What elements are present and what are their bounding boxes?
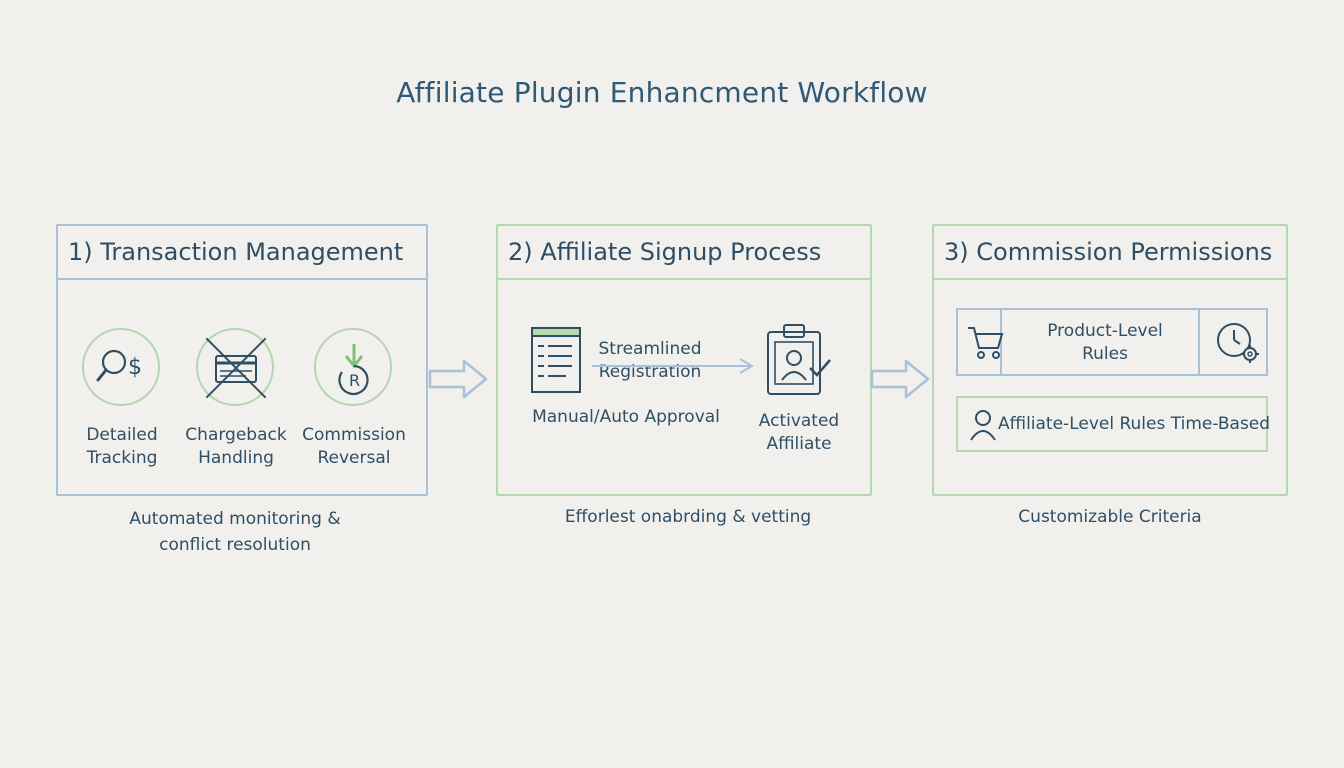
panel1-caption: Automated monitoring & conflict resoluti… <box>129 509 341 555</box>
panel-affiliate-signup: 2) Affiliate Signup Process Streamlined … <box>496 224 872 496</box>
panel3-caption: Customizable Criteria <box>1018 507 1202 527</box>
chargeback-handling-label: Chargeback Handling <box>185 425 287 468</box>
product-level-rules-box: Product-Level Rules <box>956 308 1268 376</box>
svg-text:$: $ <box>128 355 142 380</box>
affiliate-level-rules-label: Affiliate-Level Rules Time-Based <box>998 414 1271 434</box>
panel-heading: 3) Commission Permissions <box>934 226 1286 280</box>
diagram-title: Affiliate Plugin Enhancment Workflow <box>396 76 928 109</box>
panel-commission-permissions: 3) Commission Permissions Product-Level … <box>932 224 1288 496</box>
magnifier-dollar-icon: $ <box>82 328 160 406</box>
flow-arrow-2 <box>870 359 930 399</box>
reversal-arrow-icon: R <box>314 328 392 406</box>
product-level-rules-label: Product-Level Rules <box>1047 321 1163 364</box>
activated-affiliate-label: Activated Affiliate <box>758 411 840 454</box>
manual-auto-approval-label: Manual/Auto Approval <box>532 407 720 427</box>
crossed-card-icon <box>196 328 274 406</box>
commission-reversal-label: Commission Reversal <box>302 425 406 468</box>
clock-gear-icon <box>1217 323 1259 363</box>
panel-heading: 2) Affiliate Signup Process <box>498 226 870 280</box>
panel2-caption: Efforlest onabrding & vetting <box>564 507 812 527</box>
document-icon <box>531 327 581 393</box>
panel-transaction-management: 1) Transaction Management $ Detailed Tra… <box>56 224 428 496</box>
flow-arrow-1 <box>428 359 488 399</box>
detailed-tracking-label: Detailed Tracking <box>86 425 158 468</box>
svg-text:R: R <box>349 371 360 390</box>
affiliate-level-rules-box: Affiliate-Level Rules Time-Based <box>956 396 1271 452</box>
cart-icon <box>968 327 1004 359</box>
clipboard-user-icon <box>767 324 831 395</box>
user-icon <box>970 410 996 441</box>
panel-heading: 1) Transaction Management <box>58 226 426 280</box>
flow-line-arrow <box>592 358 754 374</box>
